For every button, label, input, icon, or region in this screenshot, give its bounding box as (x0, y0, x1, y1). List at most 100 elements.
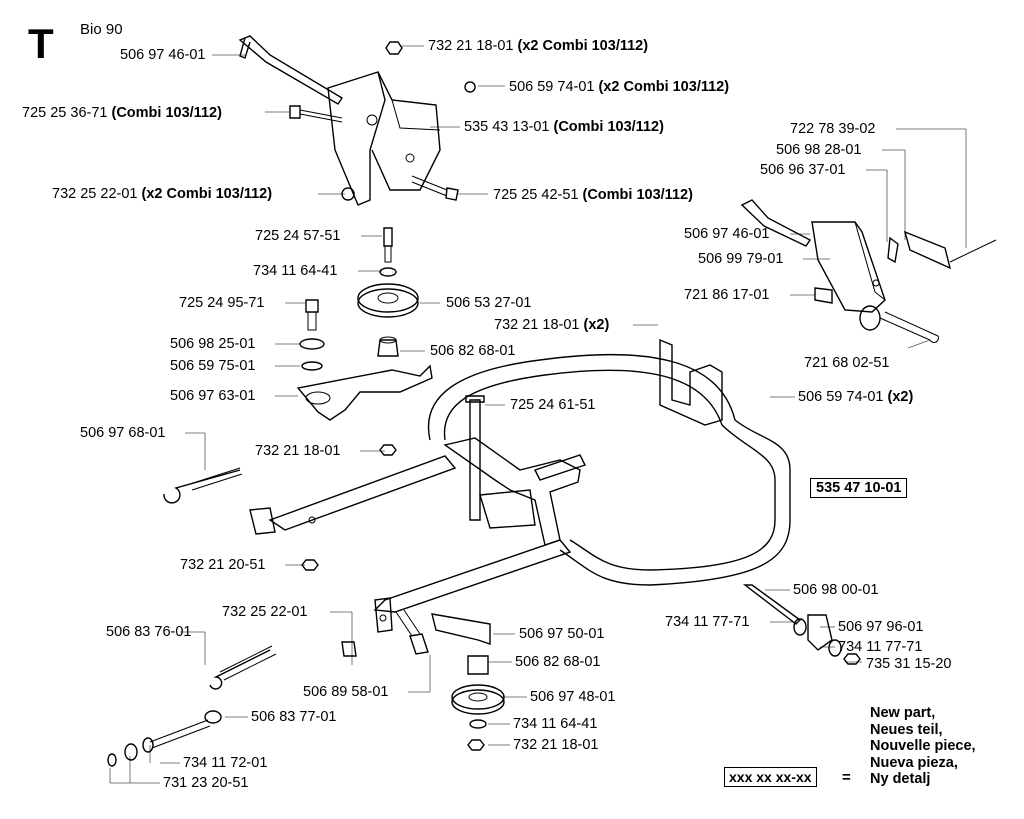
part-label: 725 24 61-51 (510, 397, 595, 413)
part-label: 506 96 37-01 (760, 162, 845, 178)
part-number: 506 97 68-01 (80, 425, 166, 441)
part-note: (x2) (583, 317, 610, 333)
part-number: 721 68 02-51 (804, 355, 890, 371)
part-number: 725 24 95-71 (179, 295, 265, 311)
part-number: 506 97 48-01 (530, 689, 616, 705)
part-number: 732 21 20-51 (180, 557, 266, 573)
part-note: (x2 Combi 103/112) (517, 38, 649, 54)
legend-code: xxx xx xx-xx (724, 767, 817, 787)
legend-text: New part, Neues teil, Nouvelle piece, Nu… (870, 705, 976, 788)
part-number: 721 86 17-01 (684, 287, 770, 303)
main-frame (249, 338, 791, 633)
part-number: 734 11 64-41 (513, 716, 598, 732)
model-name: Bio 90 (80, 21, 123, 38)
part-label: 506 99 79-01 (698, 251, 783, 267)
assembly-label: 535 47 10-01 (810, 478, 908, 498)
legend-line: Nouvelle piece, (870, 738, 976, 754)
part-label: 732 25 22-01 (x2 Combi 103/112) (52, 186, 272, 202)
part-number: 734 11 77-71 (665, 614, 750, 630)
part-number: 506 83 77-01 (251, 709, 337, 725)
part-number: 732 21 18-01 (255, 443, 341, 459)
part-label: 506 98 28-01 (776, 142, 861, 158)
part-number: 722 78 39-02 (790, 121, 876, 137)
part-label: 506 82 68-01 (515, 654, 600, 670)
pulleys-and-hardware (107, 227, 861, 767)
part-number: 506 99 79-01 (698, 251, 784, 267)
part-label: 506 59 74-01 (x2) (798, 389, 913, 405)
part-label: 734 11 77-71 (838, 639, 922, 655)
part-note: (Combi 103/112) (111, 105, 222, 121)
part-label: 506 82 68-01 (430, 343, 515, 359)
part-label: 732 25 22-01 (222, 604, 307, 620)
part-label: 721 68 02-51 (804, 355, 889, 371)
part-number: 506 96 37-01 (760, 162, 846, 178)
part-label: 506 97 46-01 (120, 47, 205, 63)
part-label: 725 25 36-71 (Combi 103/112) (22, 105, 222, 121)
part-label: 506 97 46-01 (684, 226, 769, 242)
part-label: 725 25 42-51 (Combi 103/112) (493, 187, 693, 203)
part-label: 722 78 39-02 (790, 121, 875, 137)
part-number: 732 21 18-01 (513, 737, 599, 753)
part-note: (x2 Combi 103/112) (141, 186, 273, 202)
part-label: 734 11 64-41 (513, 716, 597, 732)
part-number: 732 25 22-01 (52, 186, 138, 202)
part-number: 732 21 18-01 (494, 317, 580, 333)
part-number: 506 82 68-01 (515, 654, 601, 670)
part-label: 732 21 18-01 (513, 737, 598, 753)
part-number: 506 97 46-01 (684, 226, 770, 242)
part-label: 506 89 58-01 (303, 684, 388, 700)
part-label: 506 98 25-01 (170, 336, 255, 352)
part-number: 535 43 13-01 (464, 119, 550, 135)
part-label: 731 23 20-51 (163, 775, 248, 791)
part-label: 725 24 57-51 (255, 228, 340, 244)
legend-line: New part, (870, 705, 936, 721)
part-number: 725 24 61-51 (510, 397, 596, 413)
part-label: 732 21 20-51 (180, 557, 265, 573)
part-label: 506 97 96-01 (838, 619, 923, 635)
part-label: 506 53 27-01 (446, 295, 531, 311)
part-note: (x2) (887, 389, 914, 405)
combi-bracket-assembly (238, 35, 476, 206)
part-number: 725 25 36-71 (22, 105, 108, 121)
part-label: 734 11 77-71 (665, 614, 749, 630)
part-label: 506 98 00-01 (793, 582, 878, 598)
part-label: 506 59 74-01 (x2 Combi 103/112) (509, 79, 729, 95)
part-number: 506 82 68-01 (430, 343, 516, 359)
part-number: 506 53 27-01 (446, 295, 532, 311)
legend-equals: = (842, 769, 851, 786)
part-number: 506 59 74-01 (798, 389, 884, 405)
part-label: 535 43 13-01 (Combi 103/112) (464, 119, 664, 135)
part-number: 734 11 72-01 (183, 755, 268, 771)
part-note: (x2 Combi 103/112) (598, 79, 730, 95)
part-label: 506 83 77-01 (251, 709, 336, 725)
part-label: 506 59 75-01 (170, 358, 255, 374)
part-number: 732 25 22-01 (222, 604, 308, 620)
part-number: 506 97 96-01 (838, 619, 924, 635)
part-number: 506 97 63-01 (170, 388, 256, 404)
part-label: 721 86 17-01 (684, 287, 769, 303)
part-label: 732 21 18-01 (x2) (494, 317, 609, 333)
part-label: 506 97 48-01 (530, 689, 615, 705)
part-number: 506 97 46-01 (120, 47, 206, 63)
part-number: 506 59 75-01 (170, 358, 256, 374)
part-number: 734 11 64-41 (253, 263, 338, 279)
legend-line: Neues teil, (870, 721, 943, 738)
part-number: 732 21 18-01 (428, 38, 514, 54)
part-label: 506 97 68-01 (80, 425, 165, 441)
part-number: 725 24 57-51 (255, 228, 341, 244)
part-number: 735 31 15-20 (866, 656, 952, 672)
part-number: 506 83 76-01 (106, 624, 192, 640)
part-label: 735 31 15-20 (866, 656, 951, 672)
legend-line: Ny detalj (870, 771, 931, 787)
part-number: 506 97 50-01 (519, 626, 605, 642)
part-label: 725 24 95-71 (179, 295, 264, 311)
part-label: 732 21 18-01 (255, 443, 340, 459)
part-number: 731 23 20-51 (163, 775, 249, 791)
part-number: 506 98 25-01 (170, 336, 256, 352)
part-label: 506 97 50-01 (519, 626, 604, 642)
hitch-assembly (740, 199, 997, 343)
section-letter: T (28, 20, 54, 67)
part-number: 506 98 28-01 (776, 142, 862, 158)
part-number: 506 89 58-01 (303, 684, 389, 700)
